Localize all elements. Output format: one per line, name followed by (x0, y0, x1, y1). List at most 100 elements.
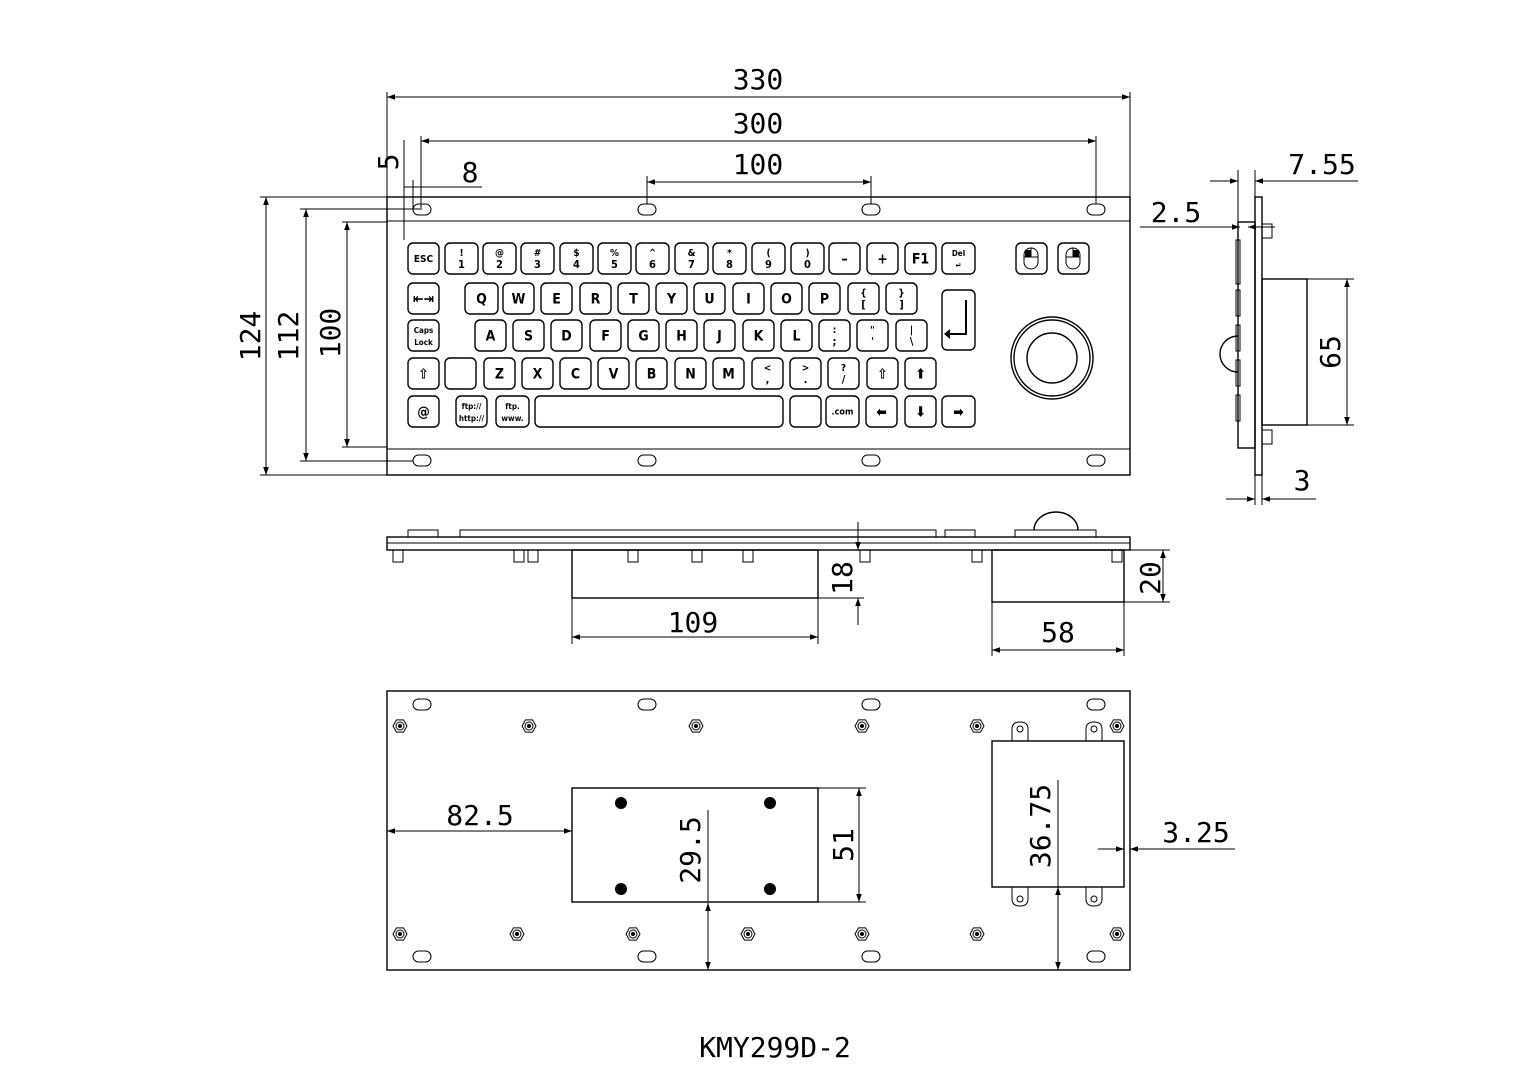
key-row4-0-x21e7[interactable]: ⇧ (407, 357, 440, 390)
side-dimensions: 7.55 2.5 65 3 (1140, 148, 1358, 505)
key-label-top: $ (573, 248, 579, 259)
mouse-right-button[interactable] (1057, 242, 1090, 275)
key-row3-4-F[interactable]: F (589, 319, 622, 352)
key-label-main: ➡ (953, 405, 964, 421)
key-row1-4-x24[interactable]: $4 (559, 242, 594, 275)
key-row3-9-L[interactable]: L (780, 319, 813, 352)
key-label-bottom: ↵ (955, 261, 961, 270)
key-row2-2-W[interactable]: W (502, 282, 535, 315)
key-row1-5-x25[interactable]: %5 (597, 242, 632, 275)
key-label-main: Q (476, 292, 487, 308)
key-row5-2-ftpx2e[interactable]: ftp.www. (495, 395, 530, 428)
key-label-top: } (898, 288, 904, 299)
key-row4-9-x3c[interactable]: <, (751, 357, 784, 390)
key-row4-4-C[interactable]: C (559, 357, 592, 390)
key-row2-9-O[interactable]: O (770, 282, 803, 315)
hex-nut (625, 927, 641, 941)
key-label-main: @ (417, 405, 430, 421)
key-row2-5-T[interactable]: T (617, 282, 650, 315)
key-enter[interactable] (941, 289, 976, 351)
key-row4-5-V[interactable]: V (597, 357, 630, 390)
trackball-icon[interactable] (1010, 316, 1094, 400)
key-label-bottom: ] (899, 298, 904, 311)
key-row1-12-x2b[interactable]: + (866, 242, 899, 275)
key-row5-0-x40[interactable]: @ (407, 395, 440, 428)
key-row3-7-J[interactable]: J (703, 319, 736, 352)
dim-pcb-depth: 18 (826, 561, 859, 595)
dim-hole-pitch: 100 (733, 148, 784, 181)
key-label-top: & (688, 248, 696, 259)
key-row3-6-H[interactable]: H (665, 319, 698, 352)
key-row4-11-x3f[interactable]: ?/ (827, 357, 860, 390)
key-row3-3-D[interactable]: D (550, 319, 583, 352)
key-label-main: I (746, 292, 751, 308)
key-row2-7-U[interactable]: U (693, 282, 726, 315)
key-row1-0-ESC[interactable]: ESC (407, 242, 440, 275)
key-row2-6-Y[interactable]: Y (655, 282, 688, 315)
key-row3-5-G[interactable]: G (627, 319, 660, 352)
key-row5-7-x2b07[interactable]: ⬇ (904, 395, 937, 428)
key-row4-2-Z[interactable]: Z (483, 357, 516, 390)
key-label-main: ⇧ (418, 367, 429, 383)
mouse-left-button[interactable] (1015, 242, 1048, 275)
key-label-main: U (704, 292, 714, 308)
key-row1-9-x28[interactable]: (9 (751, 242, 786, 275)
key-row3-12-x7c[interactable]: |\ (895, 319, 928, 352)
key-label-bottom: 7 (688, 258, 695, 271)
key-row2-8-I[interactable]: I (732, 282, 765, 315)
key-row5-1-ftpx3ax2fx2f[interactable]: ftp://http:// (455, 395, 488, 428)
key-row3-2-S[interactable]: S (512, 319, 545, 352)
key-row2-11-x7b[interactable]: {[ (847, 282, 880, 315)
key-row5-4-blank[interactable] (789, 395, 822, 428)
key-label-bottom: , (766, 373, 770, 386)
key-label-main: O (781, 292, 792, 308)
key-row2-4-R[interactable]: R (579, 282, 612, 315)
key-row3-11-x22[interactable]: "' (856, 319, 889, 352)
key-row1-7-x26[interactable]: &7 (674, 242, 709, 275)
top-dimensions: 18 109 20 58 (571, 522, 1170, 656)
key-row2-1-Q[interactable]: Q (464, 282, 499, 315)
key-row2-12-x7d[interactable]: }] (885, 282, 918, 315)
key-row1-3-x23[interactable]: #3 (520, 242, 555, 275)
key-row3-1-A[interactable]: A (474, 319, 507, 352)
key-label-top: < (764, 363, 772, 374)
key-label-bottom: 9 (765, 258, 772, 271)
key-row2-10-P[interactable]: P (808, 282, 841, 315)
key-row1-1-x21[interactable]: !1 (444, 242, 479, 275)
key-row1-14-Del[interactable]: Del↵ (941, 242, 976, 275)
key-row5-6-x2b05[interactable]: ⬅ (865, 395, 898, 428)
key-row3-10-x3a[interactable]: :; (818, 319, 851, 352)
key-row1-8-x2a[interactable]: *8 (712, 242, 747, 275)
key-label-bottom: 3 (534, 258, 541, 271)
dim-total-width: 330 (733, 63, 784, 96)
key-row3-8-K[interactable]: K (742, 319, 775, 352)
hex-nut (969, 927, 985, 941)
key-label-bottom: Lock (414, 338, 433, 347)
key-row5-3-blank[interactable] (534, 395, 784, 428)
key-label-main: T (629, 292, 638, 308)
key-row4-13-x2b06[interactable]: ⬆ (904, 357, 937, 390)
key-label-main: K (754, 329, 765, 345)
key-label-main: – (841, 252, 847, 268)
dim-pcb-y-offset: 29.5 (674, 816, 707, 883)
key-row4-1-blank[interactable] (444, 357, 477, 390)
dim-pcb-width: 109 (668, 606, 719, 639)
key-row1-6-x5e[interactable]: ^6 (635, 242, 670, 275)
key-row1-13-F1[interactable]: F1 (904, 242, 937, 275)
key-row2-3-E[interactable]: E (540, 282, 573, 315)
key-row4-8-M[interactable]: M (712, 357, 745, 390)
key-row4-3-X[interactable]: X (521, 357, 554, 390)
key-row5-5-x2ecom[interactable]: .com (825, 395, 860, 428)
key-row1-11-x2013[interactable]: – (828, 242, 861, 275)
key-row4-12-x21e7[interactable]: ⇧ (866, 357, 899, 390)
key-label-bottom: \ (910, 335, 914, 348)
key-row1-2-x40[interactable]: @2 (482, 242, 517, 275)
key-row4-7-N[interactable]: N (674, 357, 707, 390)
key-row5-8-x27a1[interactable]: ➡ (941, 395, 976, 428)
key-row2-0-x21e4x21e5[interactable]: ⇤⇥ (407, 282, 440, 315)
key-row4-6-B[interactable]: B (635, 357, 668, 390)
key-row1-10-x29[interactable]: )0 (790, 242, 825, 275)
key-row4-10-x3e[interactable]: >. (789, 357, 822, 390)
